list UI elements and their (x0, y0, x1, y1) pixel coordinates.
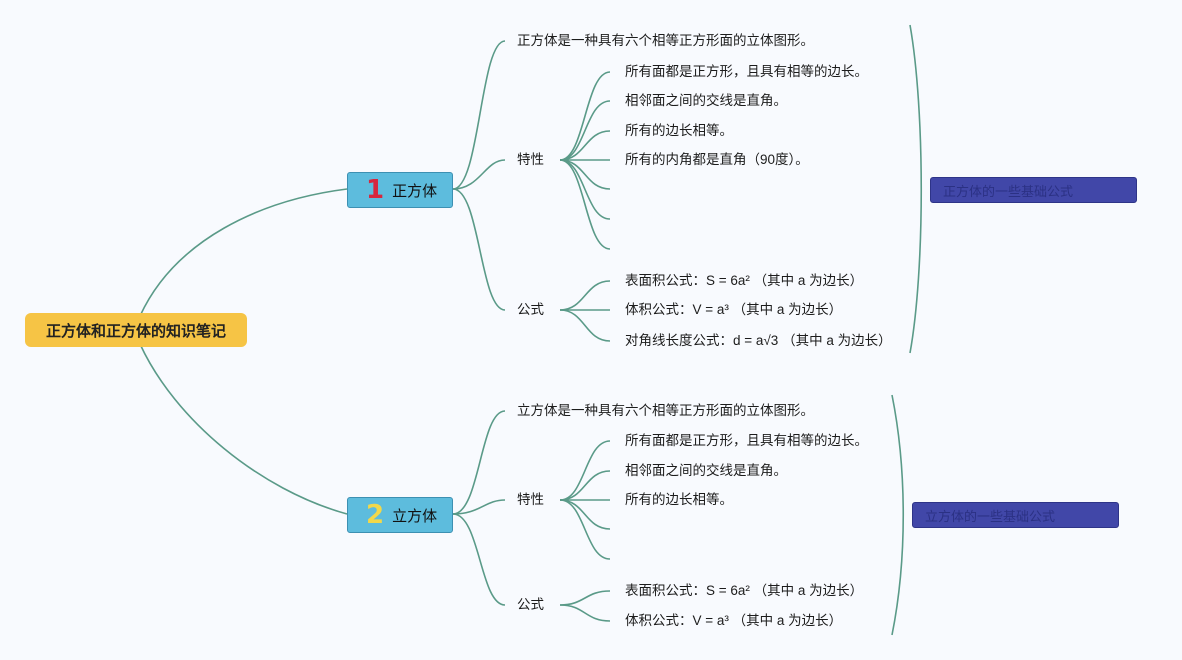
feature-item[interactable]: 所有的内角都是直角（90度）。 (625, 152, 809, 167)
root-topic[interactable]: 正方体和正方体的知识笔记 (25, 313, 247, 347)
formulas-topic[interactable]: 公式 (517, 597, 544, 612)
formula-item[interactable]: 体积公式：V = a³ （其中 a 为边长） (625, 613, 843, 628)
branch-label: 立方体 (392, 507, 438, 525)
feature-item[interactable]: 所有面都是正方形，且具有相等的边长。 (625, 433, 868, 448)
features-topic[interactable]: 特性 (517, 152, 544, 167)
features-topic[interactable]: 特性 (517, 492, 544, 507)
summary-box[interactable]: 立方体的一些基础公式 (912, 502, 1119, 528)
formula-item[interactable]: 对角线长度公式：d = a√3 （其中 a 为边长） (625, 333, 892, 348)
branch-label: 正方体 (392, 182, 438, 200)
formula-item[interactable]: 表面积公式：S = 6a² （其中 a 为边长） (625, 583, 864, 598)
formula-item[interactable]: 体积公式：V = a³ （其中 a 为边长） (625, 302, 843, 317)
branch-topic-cuboid[interactable]: 2 立方体 (347, 497, 453, 533)
branch-topic-cube[interactable]: 1 正方体 (347, 172, 453, 208)
summary-box[interactable]: 正方体的一些基础公式 (930, 177, 1137, 203)
feature-item[interactable]: 所有面都是正方形，且具有相等的边长。 (625, 64, 868, 79)
feature-item[interactable]: 相邻面之间的交线是直角。 (625, 463, 787, 478)
feature-item[interactable]: 相邻面之间的交线是直角。 (625, 93, 787, 108)
number-one-icon: 1 (366, 175, 385, 205)
formulas-topic[interactable]: 公式 (517, 302, 544, 317)
feature-item[interactable]: 所有的边长相等。 (625, 123, 733, 138)
definition-text[interactable]: 正方体是一种具有六个相等正方形面的立体图形。 (517, 33, 814, 48)
formula-item[interactable]: 表面积公式：S = 6a² （其中 a 为边长） (625, 273, 864, 288)
number-two-icon: 2 (366, 500, 385, 530)
definition-text[interactable]: 立方体是一种具有六个相等正方形面的立体图形。 (517, 403, 814, 418)
feature-item[interactable]: 所有的边长相等。 (625, 492, 733, 507)
